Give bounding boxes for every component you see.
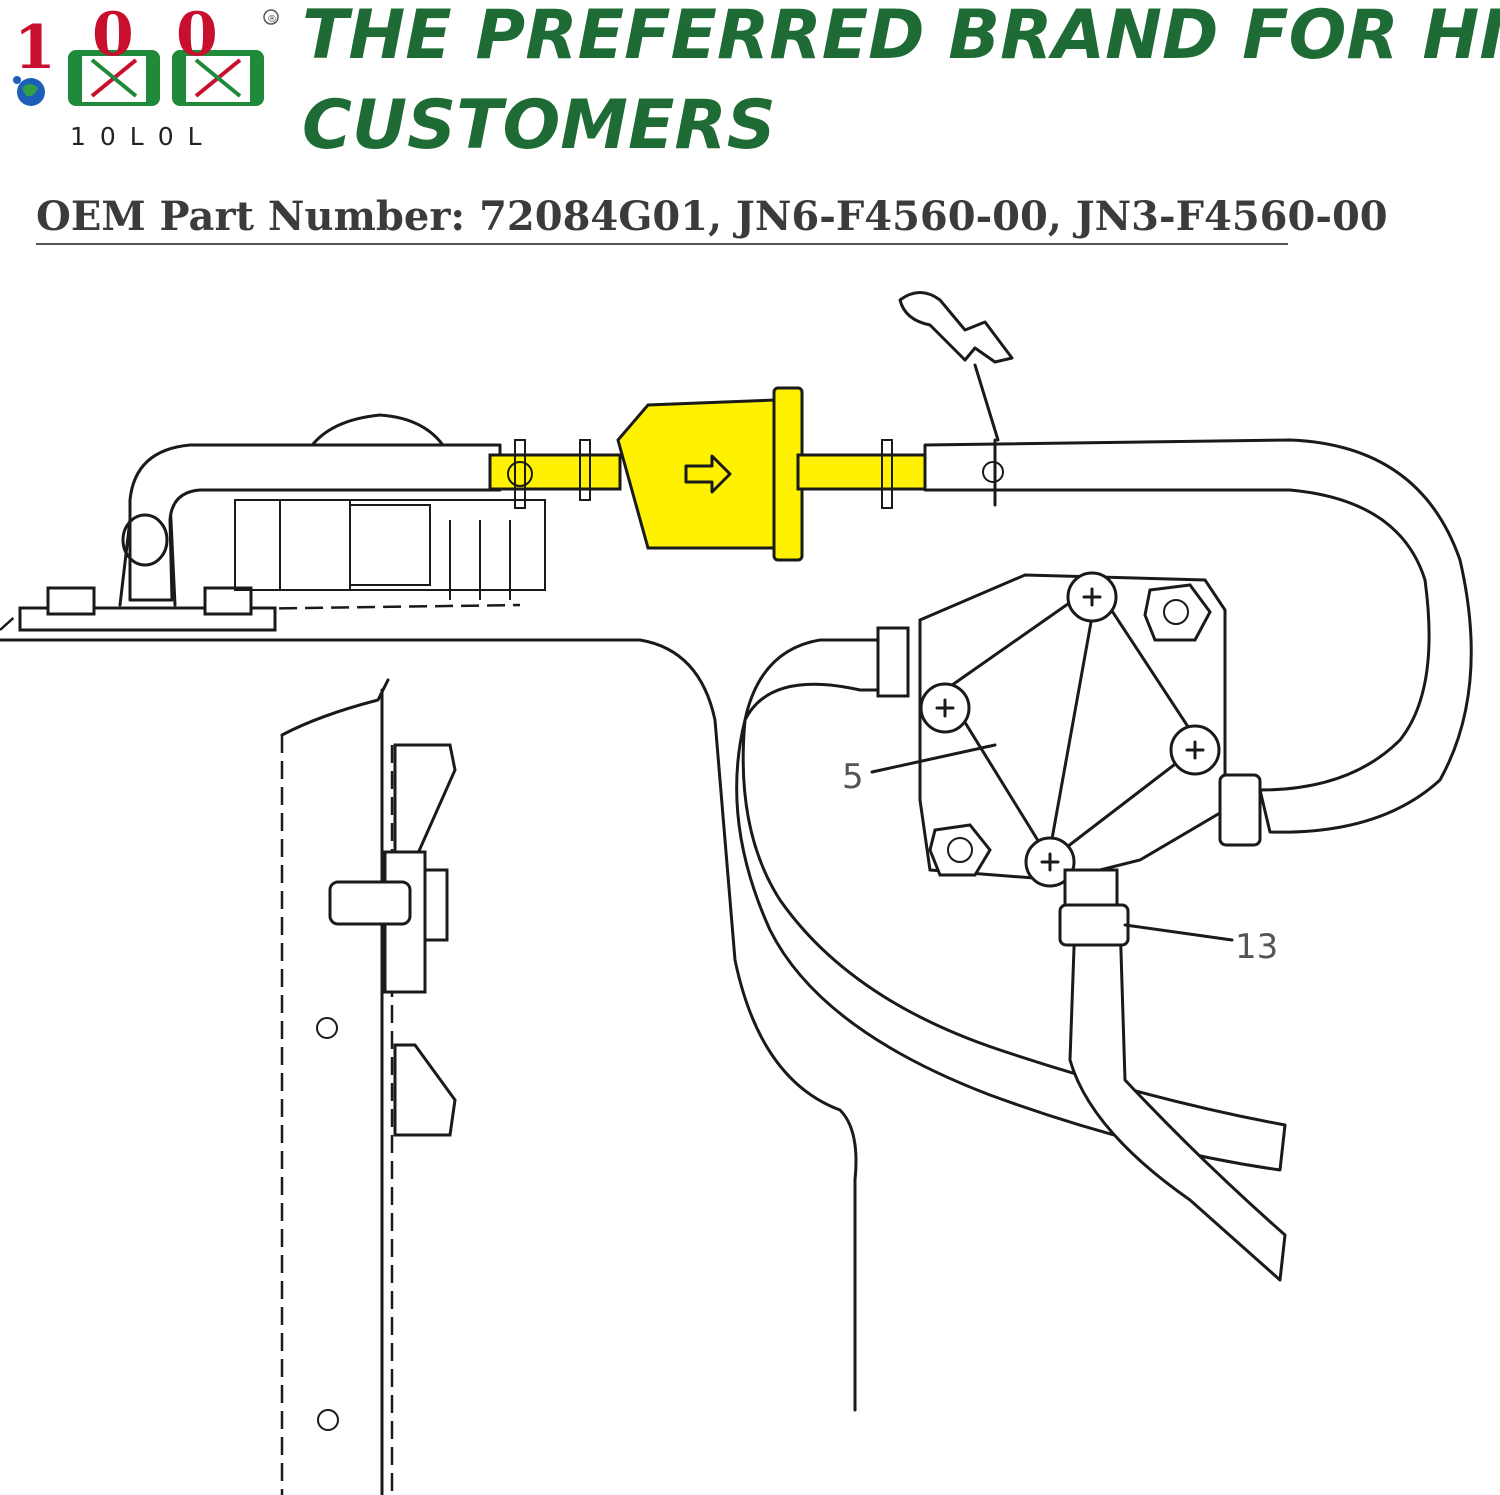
pump-outlet-hose [1068, 918, 1287, 1282]
logo-digit-zero-left: 0 [92, 0, 134, 70]
brand-logo: 1 0 0 ® 10L0L [13, 0, 279, 151]
logo-wordmark: 10L0L [70, 122, 216, 151]
callout-5: 5 [842, 757, 864, 797]
inlet-hose-bend [128, 443, 502, 602]
callout-leader-clamp [1123, 923, 1234, 942]
callout-13: 13 [1235, 927, 1278, 967]
pump-inlet-hose [735, 638, 1287, 1172]
engine-mount [18, 413, 546, 632]
nut-icon [928, 583, 1212, 877]
logo-digit-zero-right: 0 [176, 0, 218, 70]
oem-part-number: OEM Part Number: 72084G01, JN6-F4560-00,… [36, 193, 1388, 240]
fuel-line-diagram: 5 13 [0, 291, 1473, 1495]
callout-leader-pump [870, 743, 997, 774]
mounting-bracket-detail [280, 678, 457, 1495]
filter-body [616, 398, 780, 550]
outlet-hose-loop [923, 438, 1473, 834]
tank-outline [0, 638, 858, 1412]
headline-line-1: THE PREFERRED BRAND FOR HIGH-END [302, 0, 1500, 75]
logo-square-left: 0 [68, 0, 160, 106]
hose-clip-part [898, 291, 1014, 442]
fuel-filter-highlight [488, 386, 932, 562]
fuel-pump [918, 571, 1262, 922]
headline-line-2: CUSTOMERS [302, 86, 776, 165]
registered-mark: ® [267, 14, 277, 25]
filter-outlet-nipple [796, 453, 932, 491]
flow-arrow-icon [684, 454, 732, 494]
logo-square-right: 0 [172, 0, 264, 106]
filter-inlet-nipple [488, 453, 622, 491]
hose-clamp [1058, 903, 1130, 947]
logo-digit-one: 1 [14, 13, 56, 83]
